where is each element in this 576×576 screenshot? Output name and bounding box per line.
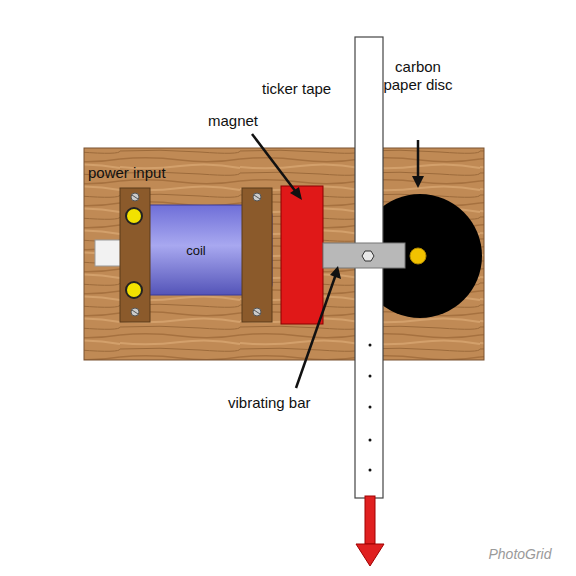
screw: [131, 193, 261, 316]
part-label: ticker tape: [262, 80, 331, 98]
screw-slot: [132, 195, 260, 314]
part-label: magnet: [208, 112, 258, 130]
leader-line: [252, 134, 418, 388]
coil-bracket: [242, 188, 272, 322]
magnet-block: [281, 186, 323, 324]
disc-pivot: [410, 248, 426, 264]
watermark: PhotoGrid: [488, 546, 551, 563]
hex-nut: [362, 251, 374, 261]
part-label: vibrating bar: [228, 394, 311, 412]
terminal: [126, 208, 142, 298]
part-label: carbon paper disc: [383, 58, 453, 94]
coil-label: coil: [186, 243, 206, 258]
vibrating-bar-piece: [323, 243, 405, 268]
coil-bracket: [120, 188, 150, 322]
part-label: power input: [88, 164, 166, 182]
leader-arrowhead: [290, 176, 424, 279]
direction-arrow-head: [356, 544, 384, 566]
tape-dot: [369, 344, 372, 472]
wooden-base: [84, 148, 484, 360]
coil-box: coil: [176, 238, 216, 262]
direction-arrow-shaft: [365, 496, 375, 544]
